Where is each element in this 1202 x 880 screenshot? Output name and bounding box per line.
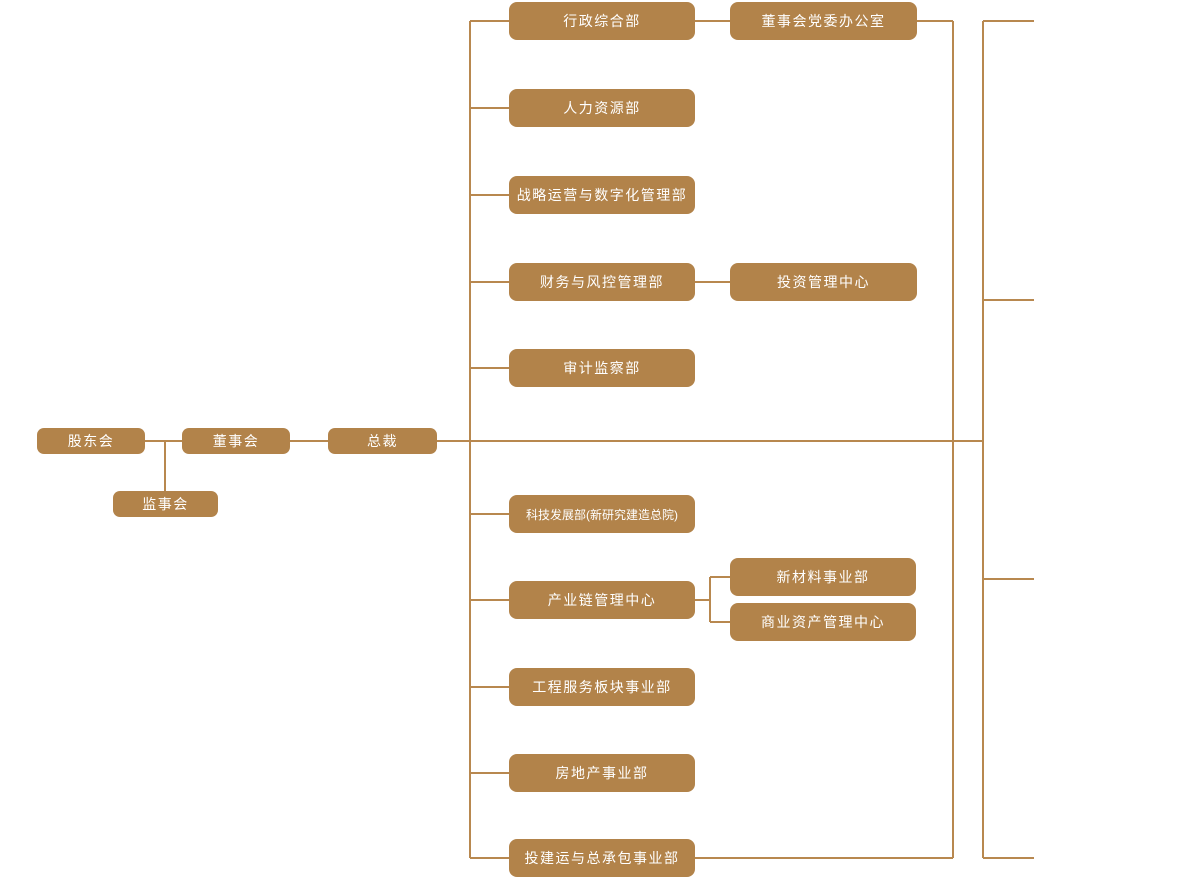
org-node-board-party-office: 董事会党委办公室 [730,2,917,40]
connector-line [470,772,509,774]
connector-line [952,21,954,858]
connector-line [470,513,509,515]
connector-line [983,299,1034,301]
org-node-president: 总裁 [328,428,437,454]
org-node-investment-management-center: 投资管理中心 [730,263,917,301]
connector-line [709,577,711,622]
connector-line [470,686,509,688]
org-node-label: 财务与风控管理部 [540,274,664,290]
org-node-label: 房地产事业部 [555,765,649,781]
org-node-label: 股东会 [67,433,115,449]
org-node-admin-general-dept: 行政综合部 [509,2,695,40]
connector-line [470,20,509,22]
org-node-label: 投资管理中心 [777,274,870,290]
connector-line [470,599,509,601]
connector-line [470,367,509,369]
connector-line [470,194,509,196]
connector-line [695,599,710,601]
org-node-label: 审计监察部 [563,360,641,376]
connector-line [695,857,953,859]
org-node-industry-chain-center: 产业链管理中心 [509,581,695,619]
org-node-new-materials-div: 新材料事业部 [730,558,916,596]
org-node-tech-development-dept: 科技发展部(新研究建造总院) [509,495,695,533]
org-node-real-estate-div: 房地产事业部 [509,754,695,792]
connector-line [983,20,1034,22]
connector-line [469,21,471,858]
org-node-label: 董事会 [212,433,260,449]
connector-line [982,21,984,858]
connector-line [470,281,509,283]
connector-line [917,20,953,22]
org-node-engineering-services-div: 工程服务板块事业部 [509,668,695,706]
connector-line [437,440,983,442]
org-node-label: 总裁 [367,433,398,449]
org-node-commercial-asset-center: 商业资产管理中心 [730,603,916,641]
org-node-board-of-directors: 董事会 [182,428,290,454]
org-node-label: 监事会 [142,496,189,512]
org-node-label: 行政综合部 [563,13,641,29]
org-node-investment-construction-epc-div: 投建运与总承包事业部 [509,839,695,877]
org-node-label: 战略运营与数字化管理部 [516,187,688,203]
org-node-label: 工程服务板块事业部 [532,679,672,695]
connector-line [710,621,730,623]
org-node-hr-dept: 人力资源部 [509,89,695,127]
org-node-strategy-digital-dept: 战略运营与数字化管理部 [509,176,695,214]
org-node-label: 人力资源部 [563,100,641,116]
org-node-shareholders-meeting: 股东会 [37,428,145,454]
org-node-label: 新材料事业部 [776,569,870,585]
connector-line [145,440,182,442]
connector-line [470,107,509,109]
connector-line [695,281,730,283]
connector-line [983,578,1034,580]
org-node-audit-supervision-dept: 审计监察部 [509,349,695,387]
connector-line [470,857,509,859]
org-node-label: 投建运与总承包事业部 [524,850,680,866]
org-node-label: 董事会党委办公室 [761,13,886,29]
org-node-label: 商业资产管理中心 [761,614,885,630]
org-node-supervisory-board: 监事会 [113,491,218,517]
connector-line [695,20,730,22]
org-node-label: 科技发展部(新研究建造总院) [526,507,678,522]
connector-line [710,576,730,578]
org-node-label: 产业链管理中心 [547,592,657,608]
connector-line [164,441,166,491]
connector-line [290,440,328,442]
org-node-finance-risk-dept: 财务与风控管理部 [509,263,695,301]
connector-line [983,857,1034,859]
